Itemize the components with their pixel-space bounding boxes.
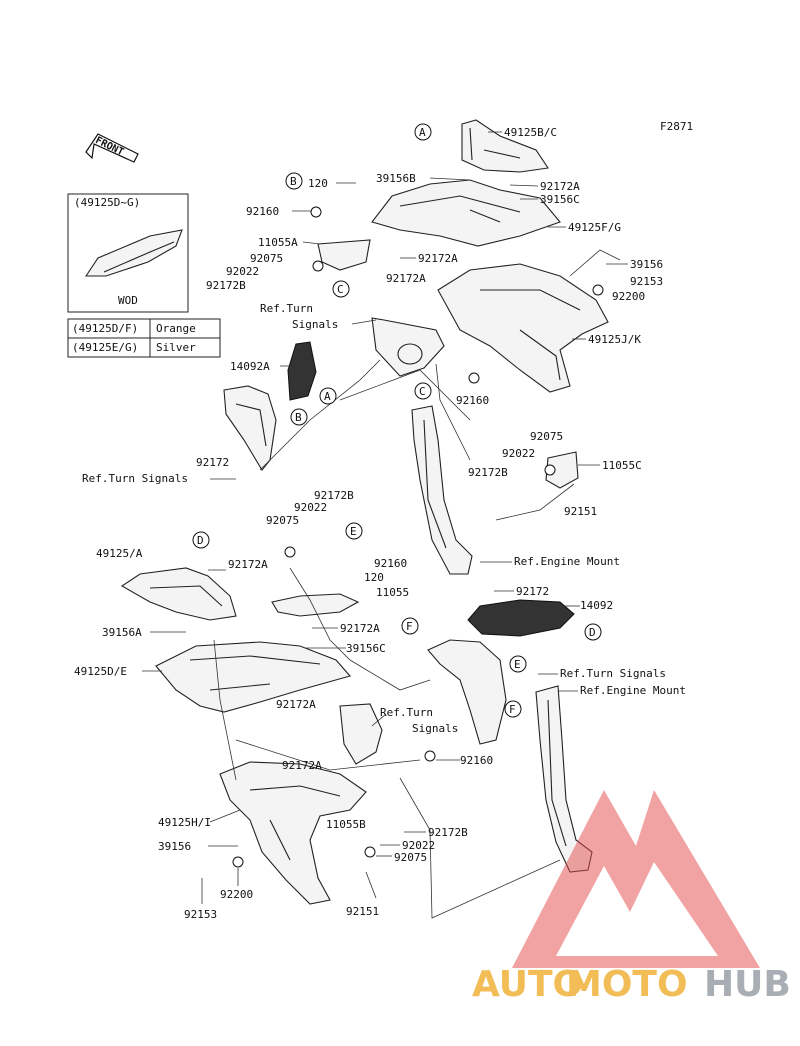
part-label: 49125/A bbox=[96, 547, 143, 560]
part-label: 92172B bbox=[468, 466, 508, 479]
part-label: 92022 bbox=[226, 265, 259, 278]
part-label: 92172A bbox=[228, 558, 268, 571]
inset-panel: (49125D~G) WOD bbox=[67, 193, 189, 313]
part-label: 92200 bbox=[220, 888, 253, 901]
part-label: 14092 bbox=[580, 599, 613, 612]
part-label: 92160 bbox=[246, 205, 279, 218]
watermark-moto: MOTO bbox=[566, 964, 688, 1005]
part-drawings bbox=[120, 119, 609, 905]
part-label: 92160 bbox=[374, 557, 407, 570]
part-label: 92172 bbox=[196, 456, 229, 469]
legend-code: (49125D/F) bbox=[72, 322, 138, 335]
part-label: 92160 bbox=[460, 754, 493, 767]
part-label: 92172A bbox=[418, 252, 458, 265]
part-label: 92022 bbox=[502, 447, 535, 460]
legend-color: Silver bbox=[156, 341, 196, 354]
part-label: 92153 bbox=[630, 275, 663, 288]
part-label: 11055 bbox=[376, 586, 409, 599]
marker-a: A bbox=[324, 390, 331, 403]
part-label: 92172A bbox=[340, 622, 380, 635]
part-label: 92075 bbox=[530, 430, 563, 443]
marker-f: F bbox=[509, 703, 516, 716]
marker-b: B bbox=[290, 175, 297, 188]
part-label: 92022 bbox=[294, 501, 327, 514]
legend-color: Orange bbox=[156, 322, 196, 335]
part-label: 120 bbox=[308, 177, 328, 190]
part-label: 92200 bbox=[612, 290, 645, 303]
part-label: 92172B bbox=[428, 826, 468, 839]
marker-a: A bbox=[419, 126, 426, 139]
part-label: 92172A bbox=[276, 698, 316, 711]
automotohub-watermark: AUTO MOTO HUB bbox=[472, 790, 791, 1005]
reference-markers: A B C A B C D E F D E F bbox=[192, 123, 602, 718]
part-label: Ref.Turn Signals bbox=[82, 472, 188, 485]
part-label: Ref.Turn Signals bbox=[560, 667, 666, 680]
part-label: 49125J/K bbox=[588, 333, 641, 346]
part-label: 39156C bbox=[540, 193, 580, 206]
part-label: 39156 bbox=[158, 840, 191, 853]
part-label: 92160 bbox=[456, 394, 489, 407]
part-label: Signals bbox=[412, 722, 458, 735]
part-label: 11055B bbox=[326, 818, 366, 831]
marker-c: C bbox=[337, 283, 344, 296]
part-label: Ref.Engine Mount bbox=[514, 555, 620, 568]
part-label: 92172B bbox=[206, 279, 246, 292]
part-label: 39156A bbox=[102, 626, 142, 639]
marker-b: B bbox=[295, 411, 302, 424]
part-label: 92172 bbox=[516, 585, 549, 598]
part-label: 120 bbox=[364, 571, 384, 584]
inset-title: (49125D~G) bbox=[74, 196, 140, 209]
front-arrow-icon: FRONT bbox=[85, 133, 139, 163]
color-legend-table: (49125D/F) Orange (49125E/G) Silver bbox=[67, 318, 221, 358]
watermark-auto: AUTO bbox=[472, 964, 583, 1005]
marker-d: D bbox=[197, 534, 204, 547]
part-label: 92022 bbox=[402, 839, 435, 852]
part-label: 39156 bbox=[630, 258, 663, 271]
part-label: Ref.Turn bbox=[260, 302, 313, 315]
figure-code: F2871 bbox=[660, 120, 693, 133]
part-label: 11055C bbox=[602, 459, 642, 472]
part-label: 49125H/I bbox=[158, 816, 211, 829]
part-label: 92151 bbox=[346, 905, 379, 918]
part-label: 39156C bbox=[346, 642, 386, 655]
front-arrow-label: FRONT bbox=[93, 135, 125, 158]
part-label: 92172A bbox=[282, 759, 322, 772]
part-label: 92172A bbox=[540, 180, 580, 193]
part-label: 92075 bbox=[394, 851, 427, 864]
part-label: 92075 bbox=[250, 252, 283, 265]
marker-d: D bbox=[589, 626, 596, 639]
marker-f: F bbox=[406, 620, 413, 633]
part-label: 39156B bbox=[376, 172, 416, 185]
part-label: 49125F/G bbox=[568, 221, 621, 234]
part-label: Signals bbox=[292, 318, 338, 331]
part-label: 92172A bbox=[386, 272, 426, 285]
part-label: Ref.Turn bbox=[380, 706, 433, 719]
part-label: 49125B/C bbox=[504, 126, 557, 139]
part-label: 11055A bbox=[258, 236, 298, 249]
part-callouts: 49125B/C 39156B 92172A 39156C 49125F/G 1… bbox=[74, 126, 686, 921]
inset-caption: WOD bbox=[118, 294, 138, 307]
part-label: 92075 bbox=[266, 514, 299, 527]
marker-c: C bbox=[419, 385, 426, 398]
watermark-hub: HUB bbox=[704, 964, 791, 1005]
part-label: 49125D/E bbox=[74, 665, 127, 678]
part-label: 92172B bbox=[314, 489, 354, 502]
automotohub-logo-icon bbox=[512, 790, 760, 968]
part-label: 92151 bbox=[564, 505, 597, 518]
part-label: Ref.Engine Mount bbox=[580, 684, 686, 697]
legend-code: (49125E/G) bbox=[72, 341, 138, 354]
part-label: 14092A bbox=[230, 360, 270, 373]
part-label: 92153 bbox=[184, 908, 217, 921]
marker-e: E bbox=[350, 525, 357, 538]
marker-e: E bbox=[514, 658, 521, 671]
